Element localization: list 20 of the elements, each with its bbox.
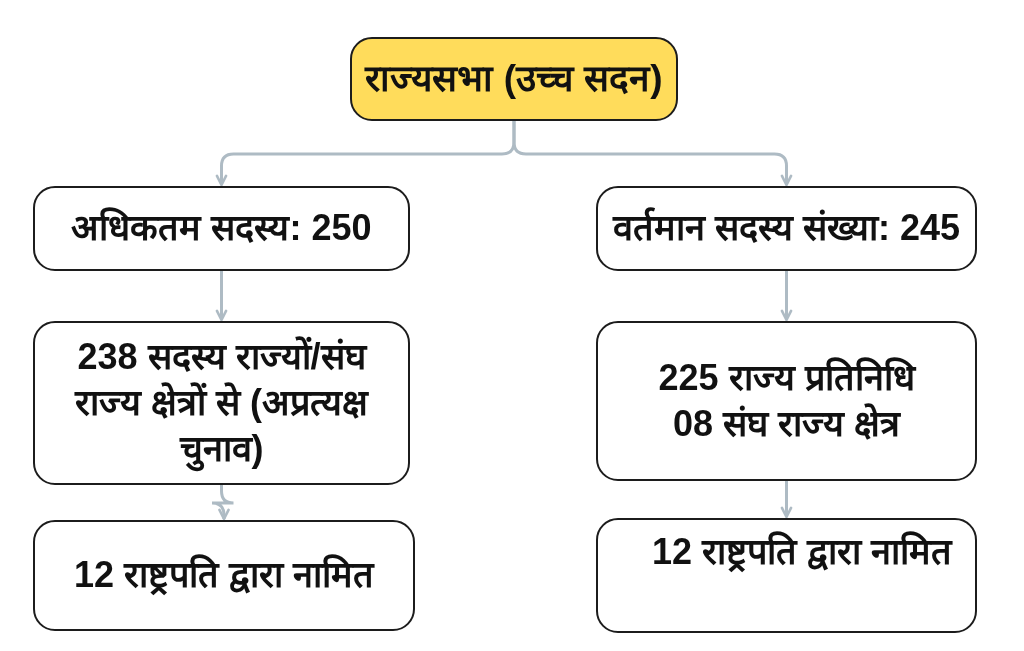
flow-box <box>596 321 977 481</box>
node-label: 238 सदस्य राज्यों/संघ राज्य क्षेत्रों से (अप्रत्यक्ष चुनाव) <box>73 334 370 473</box>
node-label: 225 राज्य प्रतिनिधि <box>658 355 915 400</box>
connector-arrow <box>780 481 793 519</box>
node-label: राज्यसभा (उच्च सदन) <box>365 57 663 102</box>
node-label: 12 राष्ट्रपति द्वारा नामित <box>73 553 375 598</box>
node-label: अधिकतम सदस्य: 250 <box>71 206 372 251</box>
flow-box <box>33 520 415 631</box>
flow-box <box>596 186 977 271</box>
node-label: 12 राष्ट्रपति द्वारा नामित <box>652 530 953 574</box>
node-label: वर्तमान सदस्य संख्या: 245 <box>612 206 961 251</box>
heading-box <box>350 37 678 121</box>
connector-arrow <box>215 271 228 322</box>
node-label: 08 संघ राज्य क्षेत्र <box>672 402 901 446</box>
connector-arrow <box>512 121 793 187</box>
connector-arrow <box>210 485 235 521</box>
flow-box <box>596 518 977 633</box>
flow-box <box>33 186 410 271</box>
flow-box <box>33 321 410 485</box>
connector-arrow <box>780 271 793 322</box>
